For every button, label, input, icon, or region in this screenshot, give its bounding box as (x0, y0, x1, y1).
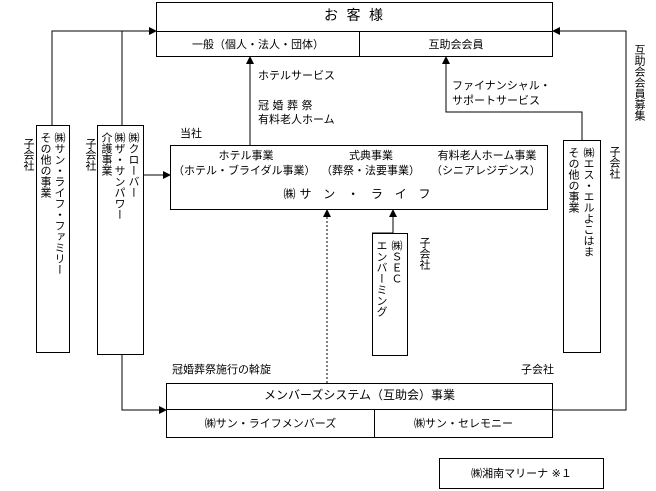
sub-sec: エンバーミング ㈱ＳＥＣ (372, 233, 408, 356)
label-wedding-funeral: 冠 婚 葬 祭 (258, 99, 313, 112)
label-our-company: 当社 (180, 127, 202, 140)
nursing-detail: （シニアレジデンス） (431, 164, 541, 177)
family-line2: ㈱サン・ライフ・ファミリー (53, 132, 66, 275)
sunpower-line2: ㈱ザ・サンパワー (113, 132, 126, 220)
members-system-left: ㈱サン・ライフメンバーズ (204, 417, 337, 430)
sub-sl-yokohama: その他の事業 ㈱エス・エルよこはま (563, 140, 601, 353)
sec-line2: ㈱ＳＥＣ (390, 240, 403, 284)
customers-mutual-members: 互助会会員 (428, 38, 484, 51)
yokohama-line2: ㈱エス・エルよこはま (582, 147, 595, 257)
ceremony-business: 式典事業 (349, 149, 393, 162)
members-system-right: ㈱サン・セレモニー (414, 417, 513, 430)
label-subsidiary-right: 子会社 (608, 146, 621, 179)
label-financial-2: サポートサービス (452, 94, 540, 107)
members-system-box: メンバーズシステム（互助会）事業 ㈱サン・ライフメンバーズ ㈱サン・セレモニー (166, 383, 553, 438)
customers-title: お 客 様 (324, 8, 385, 24)
marina-box: ㈱湘南マリーナ ※１ (439, 458, 604, 489)
arrow-family-to-customers (51, 27, 157, 125)
arrow-recruit-to-customers (552, 27, 627, 411)
sub-sunpower-clover: 介護事業 ㈱ザ・サンパワー ㈱クローバー (97, 125, 144, 355)
label-financial-1: ファイナンシャル・ (452, 79, 551, 92)
members-system-title: メンバーズシステム（互助会）事業 (263, 388, 456, 402)
arrow-yokohama-to-members (442, 56, 583, 140)
hotel-detail: （ホテル・ブライダル事業） (173, 164, 316, 177)
label-subsidiary-bottom: 子会社 (521, 363, 554, 376)
label-subsidiary-sec: 子会社 (418, 237, 431, 270)
nursing-business: 有料老人ホーム事業 (437, 149, 537, 162)
customers-box: お 客 様 一般（個人・法人・団体） 互助会会員 (156, 2, 553, 57)
arrow-sunpower-to-members (121, 355, 167, 414)
yokohama-line1: その他の事業 (567, 147, 580, 213)
sec-line1: エンバーミング (375, 240, 388, 317)
customers-general: 一般（個人・法人・団体） (192, 38, 324, 51)
ceremony-detail: （葬祭・法要事業） (321, 164, 420, 177)
label-hotel-service: ホテルサービス (258, 69, 335, 82)
label-member-recruit: 互助会会員募集 (633, 44, 646, 121)
hotel-business: ホテル事業 (218, 149, 274, 162)
clover: ㈱クローバー (127, 132, 140, 198)
label-subsidiary-left2: 子会社 (84, 138, 97, 171)
family-line1: その他の事業 (39, 132, 52, 198)
sunpower-line1: 介護事業 (100, 132, 113, 176)
label-subsidiary-left1: 子会社 (22, 138, 35, 171)
sunlife-main-box: ホテル事業 （ホテル・ブライダル事業） 式典事業 （葬祭・法要事業） 有料老人ホ… (170, 145, 548, 210)
label-nursing-home: 有料老人ホーム (258, 113, 335, 126)
company-name: ㈱サ ン ・ ラ イ フ (283, 187, 435, 201)
marina-label: ㈱湘南マリーナ ※１ (471, 467, 572, 480)
label-ceremony-mediation: 冠婚葬祭施行の斡旋 (172, 363, 271, 376)
sub-sunlife-family: その他の事業 ㈱サン・ライフ・ファミリー (36, 125, 70, 353)
